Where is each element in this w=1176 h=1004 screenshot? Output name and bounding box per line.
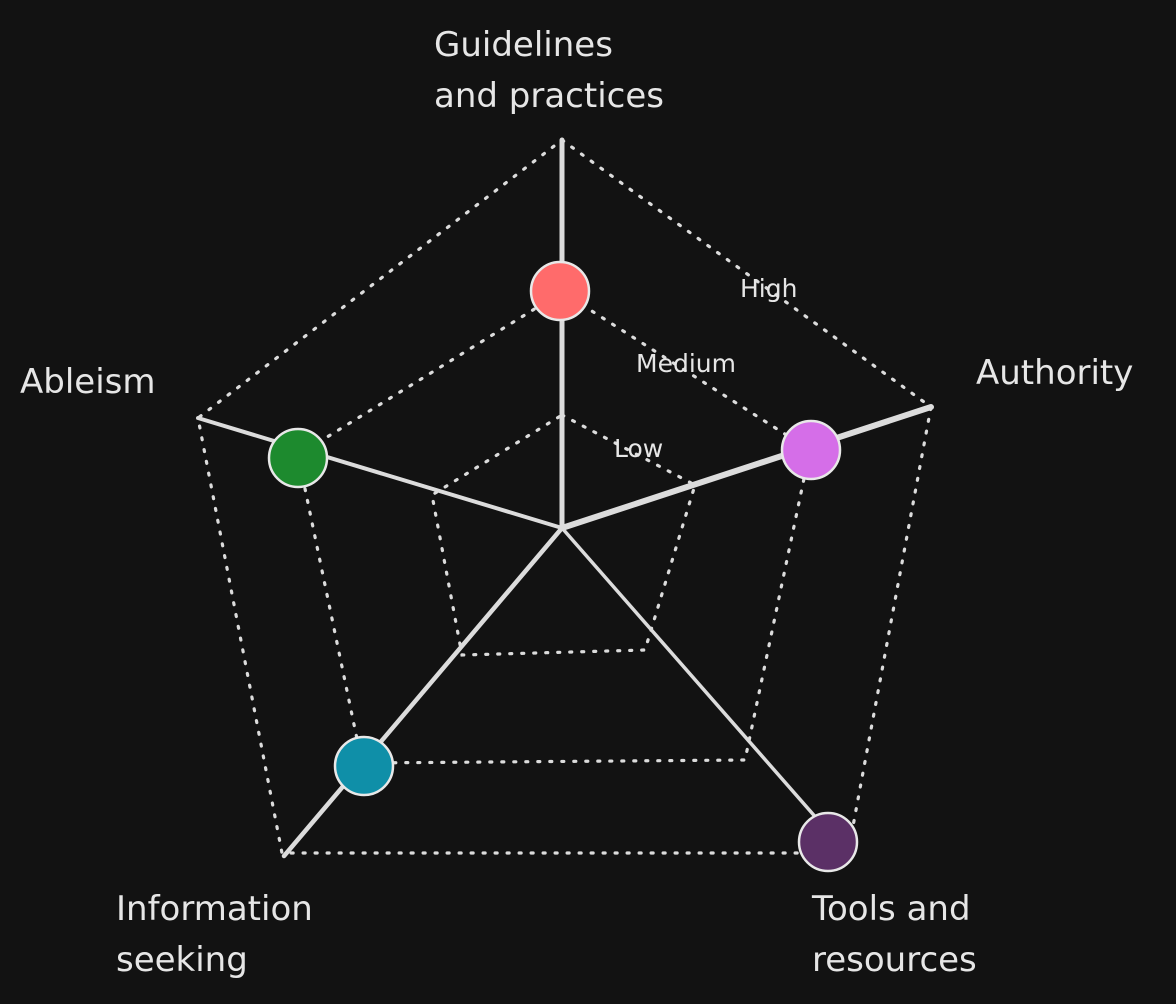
ring-high [196, 138, 933, 855]
axis-label-ableism: Ableism [20, 362, 156, 402]
spoke-information [281, 525, 565, 859]
axis-label-tools: Tools and resources [811, 889, 981, 980]
spoke-ableism [196, 416, 564, 530]
level-label-high: High [740, 274, 797, 303]
axis-label-guidelines: Guidelines and practices [434, 25, 664, 116]
axis-label-authority: Authority [976, 353, 1133, 393]
marker-guidelines [529, 260, 591, 322]
marker-information [333, 735, 395, 797]
spoke-authority [559, 404, 934, 531]
level-label-low: Low [614, 434, 663, 463]
axis-label-information: Information seeking [116, 889, 324, 980]
spoke-tools [560, 526, 842, 847]
marker-ableism [267, 427, 329, 489]
level-label-medium: Medium [636, 349, 736, 378]
marker-tools [797, 811, 859, 873]
marker-authority [780, 419, 842, 481]
